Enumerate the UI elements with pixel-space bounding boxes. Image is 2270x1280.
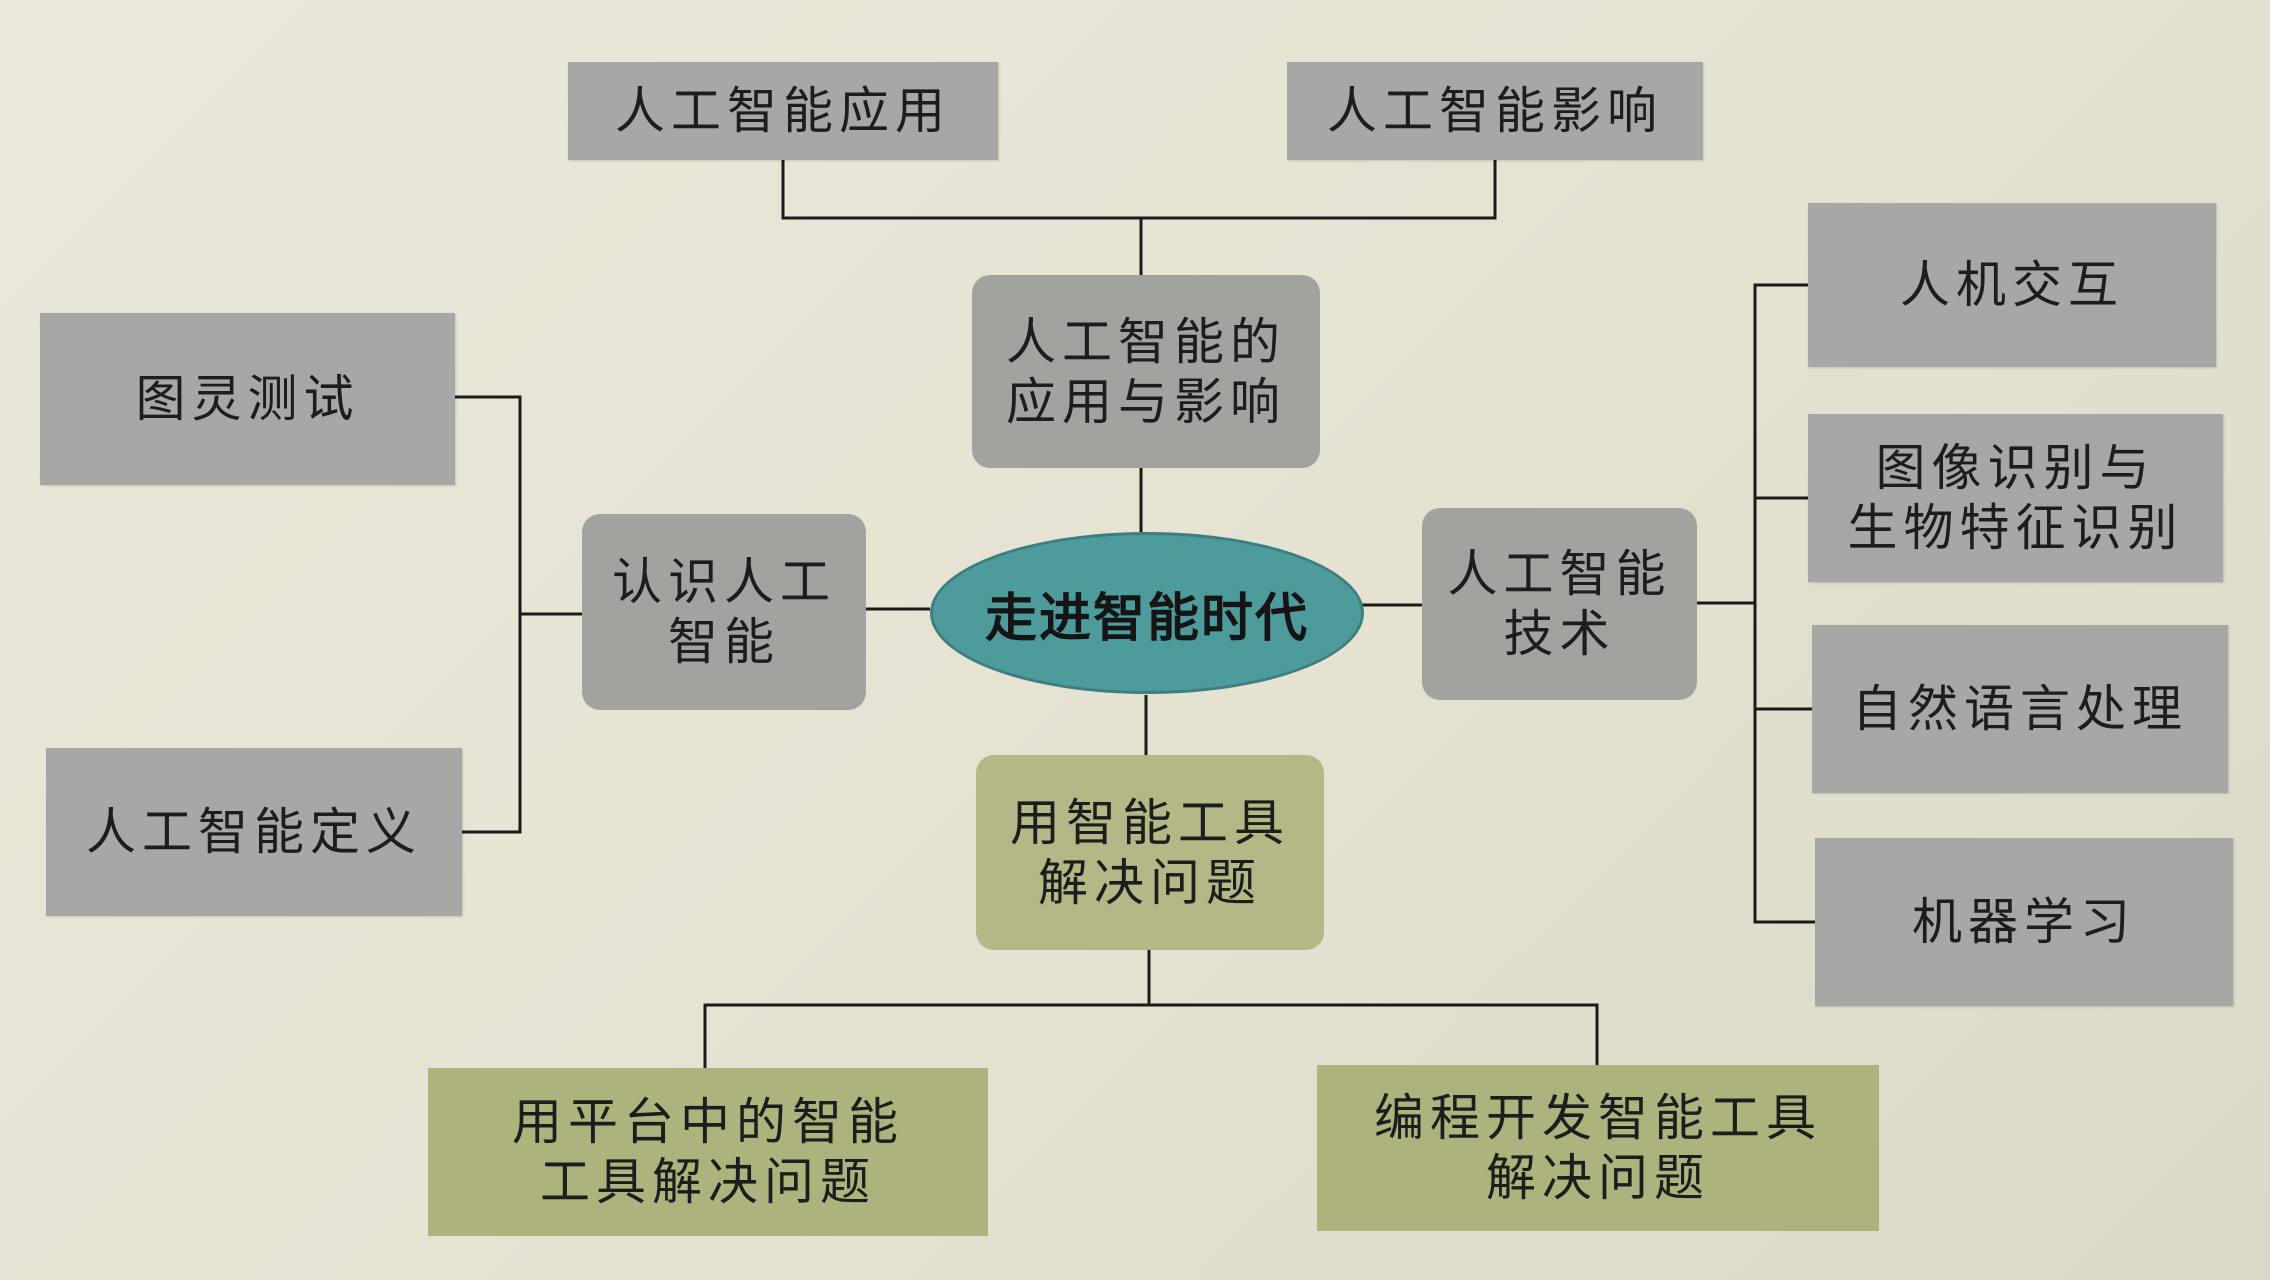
turing-test-node: 图灵测试 xyxy=(40,313,455,485)
root-label: 走进智能时代 xyxy=(984,588,1309,649)
root-node: 走进智能时代 xyxy=(930,532,1364,694)
connector-top-1 xyxy=(781,160,1497,220)
image-biometric-recognition-node: 图像识别与 生物特征识别 xyxy=(1808,414,2223,582)
top-branch-node: 人工智能的 应用与影响 xyxy=(972,275,1320,468)
connector-left-1 xyxy=(455,395,522,834)
human-computer-interaction-node: 人机交互 xyxy=(1808,203,2216,367)
programming-tools-node: 编程开发智能工具 解决问题 xyxy=(1317,1065,1879,1231)
machine-learning-node: 机器学习 xyxy=(1815,838,2233,1006)
ai-application-node: 人工智能应用 xyxy=(568,62,998,160)
connector-bottom-3 xyxy=(703,1003,1599,1068)
connector-right-3 xyxy=(1753,283,1815,924)
right-branch-node: 人工智能 技术 xyxy=(1422,508,1697,700)
platform-tools-node: 用平台中的智能 工具解决问题 xyxy=(428,1068,988,1236)
left-branch-node: 认识人工 智能 xyxy=(582,514,866,710)
nlp-node: 自然语言处理 xyxy=(1812,625,2228,793)
bottom-branch-node: 用智能工具 解决问题 xyxy=(976,755,1324,950)
ai-definition-node: 人工智能定义 xyxy=(46,748,462,916)
ai-impact-node: 人工智能影响 xyxy=(1287,62,1703,160)
